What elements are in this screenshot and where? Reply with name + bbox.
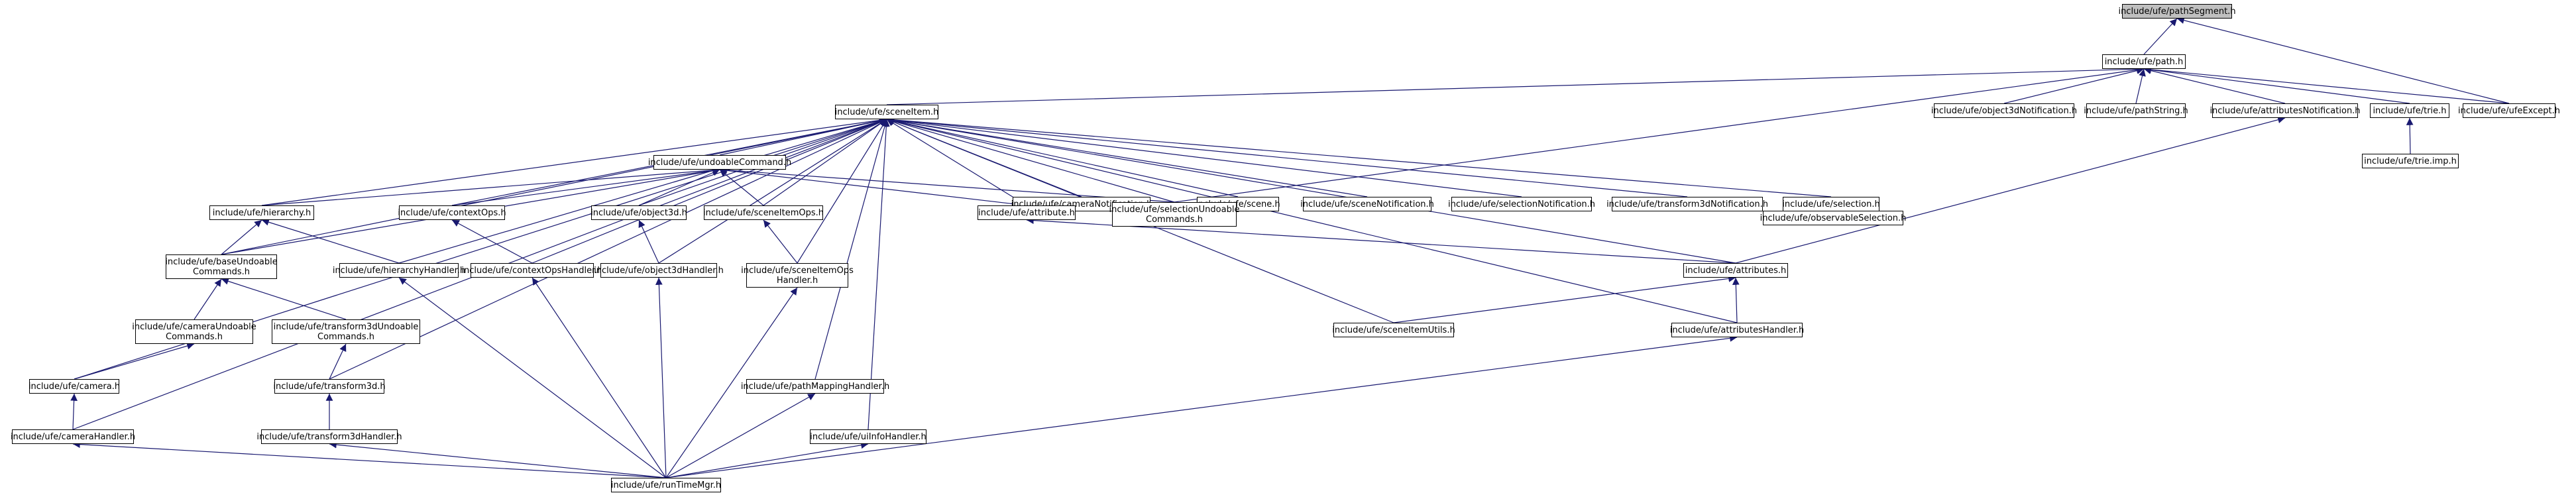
- node-hierarchy[interactable]: include/ufe/hierarchy.h: [209, 205, 314, 220]
- edge-object3dHandler-to-sceneItem: [658, 119, 887, 264]
- edge-runTimeMgr-to-contextOpsHandler: [532, 277, 667, 478]
- edge-runTimeMgr-to-attributesHandler: [665, 335, 1738, 478]
- node-path[interactable]: include/ufe/path.h: [2102, 54, 2186, 69]
- edge-hierarchyHandler-to-sceneItem: [398, 117, 887, 264]
- edge-ufeExcept-to-pathSegment: [2176, 17, 2510, 104]
- edge-attribute-to-sceneItem: [886, 119, 1027, 206]
- edge-sceneItem-to-path: [886, 65, 2145, 105]
- edge-runTimeMgr-to-transform3dHandler: [329, 441, 667, 478]
- edge-hierarchy-to-undoableCommand: [261, 166, 720, 206]
- node-sceneItemOpsHandler[interactable]: include/ufe/sceneItemOps Handler.h: [741, 263, 854, 288]
- edge-baseUndoable-to-hierarchy: [221, 219, 262, 255]
- node-selection[interactable]: include/ufe/selection.h: [1782, 197, 1880, 211]
- node-pathString[interactable]: include/ufe/pathString.h: [2084, 103, 2188, 118]
- node-undoableCommand[interactable]: include/ufe/undoableCommand.h: [648, 155, 791, 170]
- edge-uiInfoHandler-to-sceneItem: [868, 119, 890, 430]
- node-transform3dHandler[interactable]: include/ufe/transform3dHandler.h: [256, 429, 402, 444]
- edge-camera-to-cameraUndoable: [74, 342, 195, 380]
- edge-contextOpsHandler-to-sceneItem: [532, 119, 887, 264]
- edge-transform3dUndoable-to-baseUndoable: [221, 278, 347, 320]
- node-hierarchyHandler[interactable]: include/ufe/hierarchyHandler.h: [333, 263, 465, 278]
- node-attributes[interactable]: include/ufe/attributes.h: [1683, 263, 1788, 278]
- edge-attribute-to-undoableCommand: [719, 166, 1027, 206]
- edge-ufeExcept-to-path: [2143, 66, 2510, 104]
- node-sceneItem[interactable]: include/ufe/sceneItem.h: [835, 105, 938, 119]
- edge-pathString-to-path: [2135, 68, 2146, 104]
- node-transform3d[interactable]: include/ufe/transform3d.h: [273, 379, 386, 394]
- edge-selectionUndoable-to-undoableCommand: [719, 166, 1175, 203]
- edge-contextOpsHandler-to-contextOps: [451, 219, 533, 264]
- edge-attributesHandler-to-attributes: [1732, 277, 1740, 323]
- edge-attributesNotification-to-path: [2143, 67, 2286, 104]
- edge-selection-to-sceneItem: [886, 116, 1832, 197]
- node-transform3dUndoable[interactable]: include/ufe/transform3dUndoable Commands…: [272, 319, 420, 344]
- node-pathMappingHandler[interactable]: include/ufe/pathMappingHandler.h: [741, 379, 889, 394]
- edge-selectionUndoable-to-sceneItem: [886, 117, 1175, 203]
- edge-pathMappingHandler-to-sceneItem: [814, 119, 889, 380]
- node-attributesHandler[interactable]: include/ufe/attributesHandler.h: [1670, 323, 1804, 337]
- node-trie[interactable]: include/ufe/trie.h: [2370, 103, 2449, 118]
- node-uiInfoHandler[interactable]: include/ufe/uiInfoHandler.h: [810, 429, 926, 444]
- node-object3d[interactable]: include/ufe/object3d.h: [590, 205, 687, 220]
- edge-sceneItemOpsHandler-to-sceneItemOps: [763, 219, 798, 264]
- node-sceneItemUtils[interactable]: include/ufe/sceneItemUtils.h: [1332, 323, 1455, 337]
- edge-contextOps-to-undoableCommand: [451, 167, 720, 206]
- edge-path-to-pathSegment: [2143, 18, 2178, 55]
- edge-transform3d-to-transform3dUndoable: [329, 343, 347, 380]
- edge-scene-to-sceneItem: [886, 117, 1239, 197]
- edge-sceneItemOps-to-undoableCommand: [719, 169, 764, 206]
- node-transform3dNotification[interactable]: include/ufe/transform3dNotification.h: [1606, 197, 1768, 211]
- node-selectionNotification[interactable]: include/ufe/selectionNotification.h: [1448, 197, 1595, 211]
- node-attribute[interactable]: include/ufe/attribute.h: [978, 205, 1076, 220]
- edge-runTimeMgr-to-cameraHandler: [72, 441, 667, 478]
- node-pathSegment: include/ufe/pathSegment.h: [2118, 4, 2236, 19]
- node-trieImp[interactable]: include/ufe/trie.imp.h: [2362, 154, 2459, 168]
- node-cameraUndoable[interactable]: include/ufe/cameraUndoable Commands.h: [132, 319, 256, 344]
- edge-selectionUndoable-to-path: [1174, 66, 2145, 203]
- edge-runTimeMgr-to-sceneItemOpsHandler: [665, 287, 798, 478]
- edge-runTimeMgr-to-pathMappingHandler: [665, 393, 816, 478]
- edge-attributes-to-attribute: [1026, 217, 1736, 264]
- edge-attributesHandler-to-sceneItem: [886, 117, 1738, 323]
- node-contextOps[interactable]: include/ufe/contextOps.h: [398, 205, 506, 220]
- edge-cameraUndoable-to-baseUndoable: [194, 278, 222, 320]
- node-camera[interactable]: include/ufe/camera.h: [28, 379, 120, 394]
- edge-runTimeMgr-to-object3dHandler: [655, 277, 667, 478]
- node-cameraHandler[interactable]: include/ufe/cameraHandler.h: [11, 429, 135, 444]
- edge-attributes-to-attributesNotification: [1735, 116, 2286, 264]
- edge-sceneItemOps-to-sceneItem: [763, 119, 887, 206]
- edge-object3dHandler-to-object3d: [638, 219, 659, 264]
- edge-sceneItemUtils-to-attributes: [1393, 275, 1736, 323]
- edge-selectionNotification-to-sceneItem: [886, 116, 1522, 197]
- edge-sceneItemOpsHandler-to-sceneItem: [797, 119, 887, 264]
- edge-hierarchy-to-sceneItem: [261, 117, 887, 206]
- node-ufeExcept[interactable]: include/ufe/ufeExcept.h: [2458, 103, 2560, 118]
- node-sceneNotification[interactable]: include/ufe/sceneNotification.h: [1300, 197, 1434, 211]
- edge-object3dNotification-to-path: [2003, 67, 2145, 104]
- node-observableSelection[interactable]: include/ufe/observableSelection.h: [1760, 211, 1906, 225]
- node-runTimeMgr[interactable]: include/ufe/runTimeMgr.h: [611, 478, 721, 492]
- edge-sceneNotification-to-sceneItem: [886, 117, 1368, 197]
- edge-trie-to-path: [2143, 66, 2410, 104]
- edge-transform3dNotification-to-sceneItem: [886, 116, 1688, 197]
- node-sceneItemOps[interactable]: include/ufe/sceneItemOps.h: [703, 205, 824, 220]
- node-object3dNotification[interactable]: include/ufe/object3dNotification.h: [1931, 103, 2077, 118]
- edge-hierarchyHandler-to-hierarchy: [261, 219, 400, 264]
- node-selectionUndoable[interactable]: include/ufe/selectionUndoable Commands.h: [1109, 202, 1239, 227]
- node-contextOpsHandler[interactable]: include/ufe/contextOpsHandler.h: [461, 263, 603, 278]
- edge-runTimeMgr-to-uiInfoHandler: [665, 441, 869, 478]
- edge-baseUndoable-to-sceneItem: [221, 117, 887, 255]
- edge-attributes-to-sceneItem: [886, 117, 1736, 264]
- node-attributesNotification[interactable]: include/ufe/attributesNotification.h: [2210, 103, 2361, 118]
- edge-transform3d-to-sceneItem: [329, 119, 887, 380]
- node-baseUndoable[interactable]: include/ufe/baseUndoable Commands.h: [165, 254, 278, 279]
- node-object3dHandler[interactable]: include/ufe/object3dHandler.h: [594, 263, 724, 278]
- edge-object3d-to-undoableCommand: [638, 169, 720, 206]
- edge-cameraHandler-to-camera: [70, 393, 78, 430]
- edge-runTimeMgr-to-hierarchyHandler: [398, 277, 667, 478]
